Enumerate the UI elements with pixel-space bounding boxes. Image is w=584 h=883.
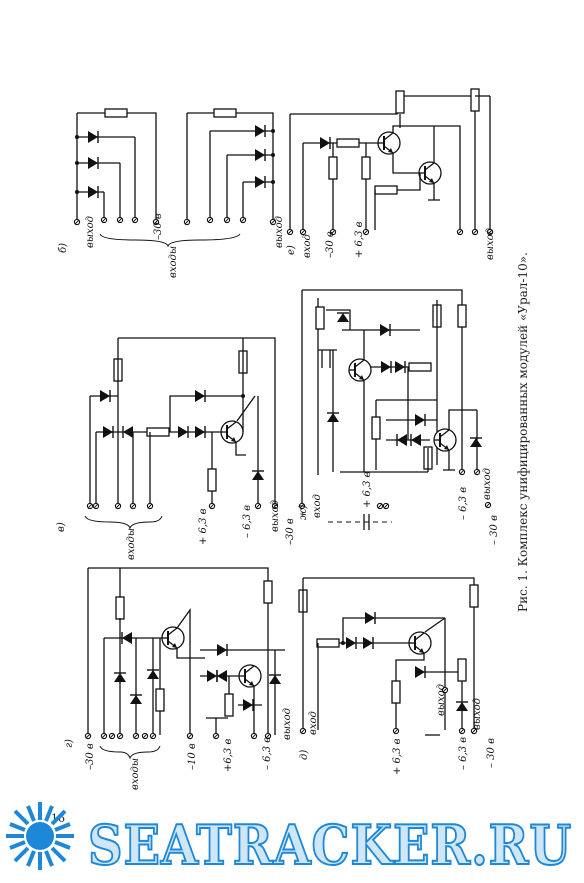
panel-g: г) –30 в входы –10 в +6,3 в – 6,3 в выхо… [64,567,293,790]
panel-d-output-label-1: выход [436,684,447,716]
panel-v-inputs-label: входы [126,528,137,560]
watermark: SEATRACKER.RU [6,802,572,878]
panel-zh-minus63-label: – 6,3 в [458,487,469,520]
panel-b-minus30-label: –30 в [153,213,164,240]
panel-g-inputs-label: входы [130,758,141,790]
panel-g-letter: г) [64,739,75,748]
panel-d: д) вход + 6,3 в выход – 6,3 в выход – 30… [298,577,497,775]
watermark-text: SEATRACKER.RU [88,813,572,877]
panel-zh-output-label: выход [482,468,493,500]
panel-e-letter: е) [286,245,297,255]
figure-caption: Рис. 1. Комплекс унифицированных модулей… [516,252,530,612]
panel-g-minus63-label: – 6,3 в [262,737,273,770]
panel-d-output-label-2: выход [472,698,483,730]
panel-d-minus30-label: – 30 в [486,738,497,768]
panel-e-output-label: выход [485,228,496,260]
panel-d-input-label: вход [308,711,319,735]
panel-d-minus63-label: – 6,3 в [458,737,469,770]
panel-e-minus30-label: –30 в [325,231,336,258]
sun-logo-icon [6,802,74,870]
panel-zh-input-label: вход [312,494,323,518]
panel-zh-minus30-label: – 30 в [489,515,500,545]
panel-g-plus63-label: +6,3 в [223,739,234,772]
panel-d-letter: д) [299,750,310,760]
panel-g-minus30-label: –30 в [85,743,96,770]
panel-e: е) вход –30 в + 6,3 в выход [286,88,496,260]
panel-b-letter: б) [58,243,69,253]
panel-v-minus30-label: –30 в [285,518,296,545]
panel-g-output-label: выход [282,708,293,740]
panel-d-plus63-label: + 6,3 в [392,738,403,775]
panel-v-minus63-label: – 6,3 в [242,505,253,538]
panel-e-plus63-label: + 6,3 в [354,221,365,258]
panel-b-output-label-right: выход [274,216,285,248]
panel-b-inputs-label: входы [168,246,179,278]
panel-b-output-label: выход [85,216,96,248]
panel-zh: ж) вход + 6,3 в – 6,3 в выход – 30 в [298,289,500,545]
panel-zh-letter: ж) [298,505,309,520]
panel-v-plus63-label: + 6,3 в [198,508,209,545]
panel-b: б) выход –30 в входы выход [58,108,285,278]
panel-e-input-label: вход [302,234,313,258]
panel-zh-plus63-label: + 6,3 в [362,471,373,508]
panel-v-output-label: выход [270,500,281,532]
panel-g-minus10-label: –10 в [187,743,198,770]
panel-v-letter: в) [56,522,67,532]
panel-v: в) входы + 6,3 в – 6,3 в выход –30 в [56,337,296,560]
